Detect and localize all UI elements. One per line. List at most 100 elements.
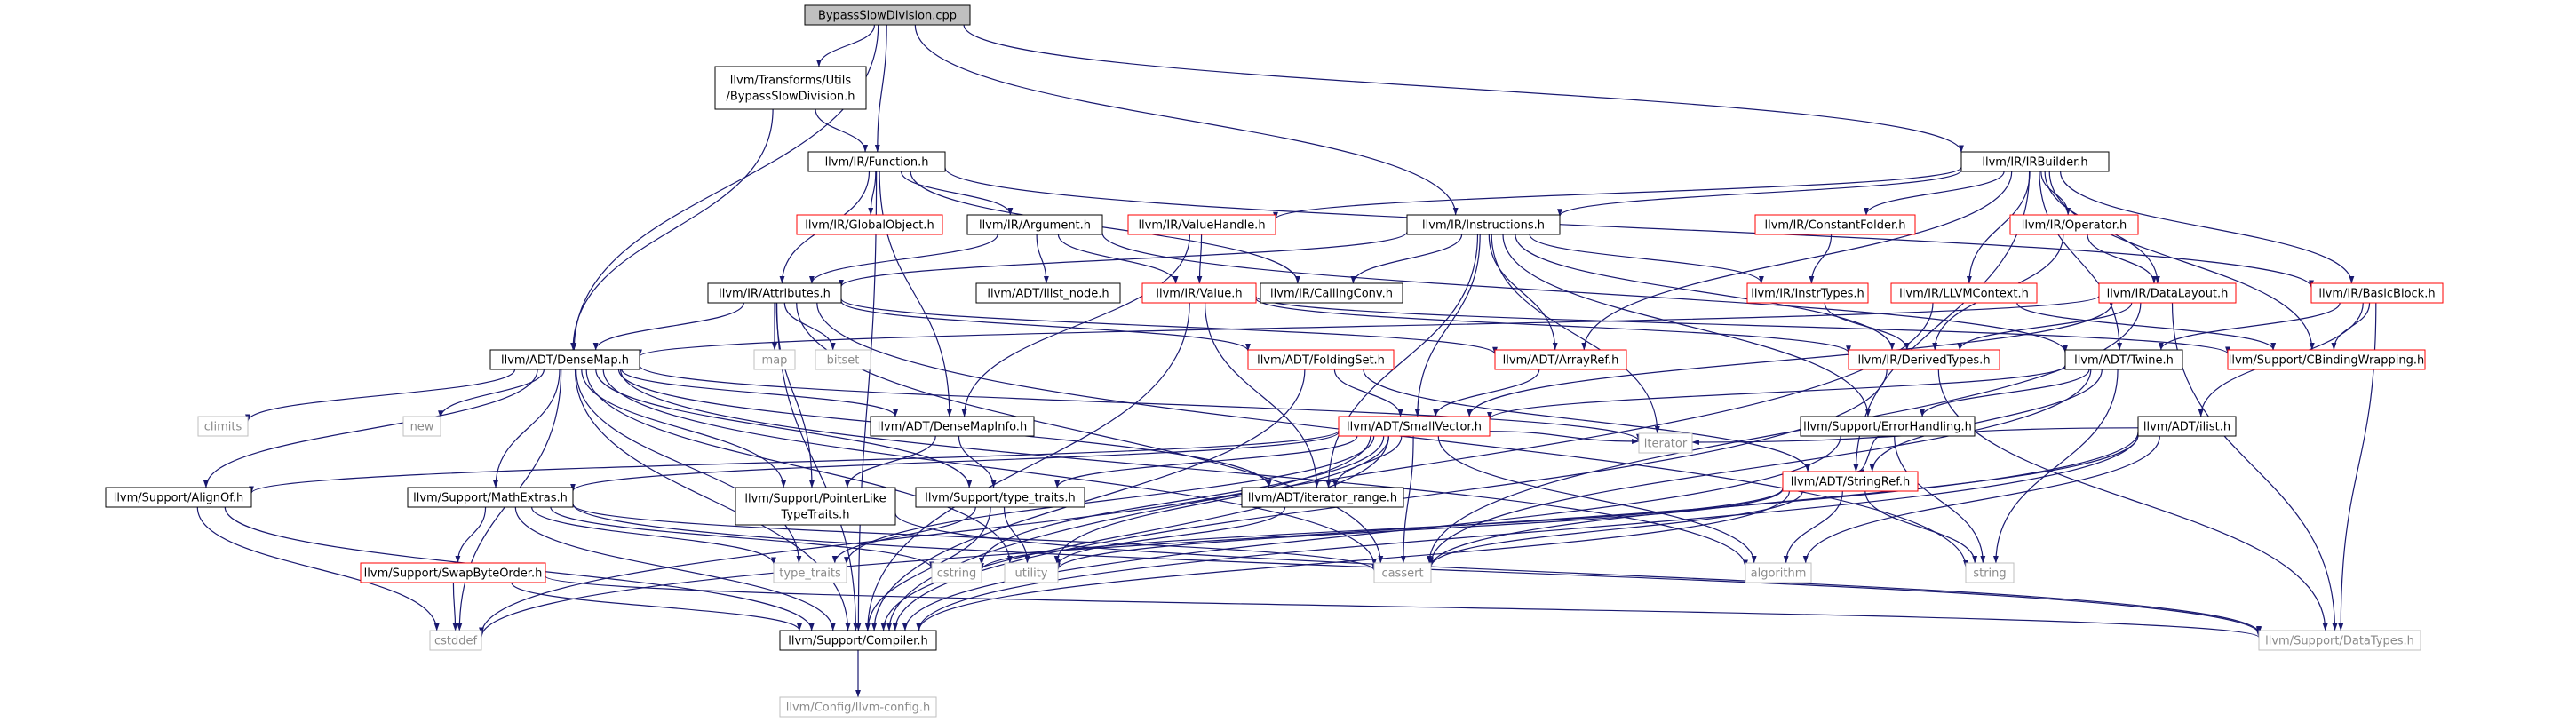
edge-densemap-to-alignof — [203, 369, 538, 488]
node-smallvector[interactable]: llvm/ADT/SmallVector.h — [1338, 416, 1491, 437]
node-box-llvmcontext — [1890, 282, 2038, 304]
node-attributes[interactable]: llvm/IR/Attributes.h — [707, 282, 842, 304]
node-label-typetraits_h: llvm/Support/type_traits.h — [925, 492, 1076, 505]
node-label-algorithm: algorithm — [1751, 567, 1807, 581]
node-label-stringref: llvm/ADT/StringRef.h — [1791, 476, 1910, 489]
node-bypass_h[interactable]: llvm/Transforms/Utils/BypassSlowDivision… — [714, 66, 867, 110]
node-globalobject[interactable]: llvm/IR/GlobalObject.h — [796, 214, 943, 235]
node-compiler[interactable]: llvm/Support/Compiler.h — [779, 630, 937, 651]
node-label-instructions: llvm/IR/Instructions.h — [1422, 219, 1545, 233]
node-label-swapbyteorder: llvm/Support/SwapByteOrder.h — [364, 567, 543, 581]
node-box-cbinding — [2227, 349, 2426, 370]
node-iterator_range[interactable]: llvm/ADT/iterator_range.h — [1241, 487, 1404, 508]
node-alignof[interactable]: llvm/Support/AlignOf.h — [105, 487, 252, 508]
node-basicblock[interactable]: llvm/IR/BasicBlock.h — [2310, 282, 2444, 304]
node-llvmcontext[interactable]: llvm/IR/LLVMContext.h — [1890, 282, 2038, 304]
edge-foldingset-to-smallvector — [1333, 369, 1403, 417]
edge-datalayout-to-derivedtypes — [1957, 302, 2133, 351]
node-label-globalobject: llvm/IR/GlobalObject.h — [805, 219, 934, 233]
edge-attributes-to-bitset — [783, 302, 836, 351]
node-box-swapbyteorder — [360, 562, 546, 583]
node-datatypes: llvm/Support/DataTypes.h — [2258, 630, 2421, 651]
edge-ilist-to-algorithm — [1802, 435, 2160, 564]
node-cbinding[interactable]: llvm/Support/CBindingWrapping.h — [2227, 349, 2426, 370]
node-constantfolder[interactable]: llvm/IR/ConstantFolder.h — [1754, 214, 1916, 235]
node-derivedtypes[interactable]: llvm/IR/DerivedTypes.h — [1848, 349, 2000, 370]
node-label-irbuilder: llvm/IR/IRBuilder.h — [1982, 156, 2087, 170]
node-label-value: llvm/IR/Value.h — [1156, 288, 1242, 301]
node-box-ilist_node — [975, 282, 1121, 304]
edge-instructions-to-instrtypes — [1529, 234, 1764, 284]
node-arrayref[interactable]: llvm/ADT/ArrayRef.h — [1494, 349, 1627, 370]
node-twine[interactable]: llvm/ADT/Twine.h — [2064, 349, 2183, 370]
node-cstring: cstring — [931, 562, 982, 583]
node-errorhandling[interactable]: llvm/Support/ErrorHandling.h — [1800, 416, 1976, 437]
edge-smallvector-to-mathextras — [570, 431, 1340, 492]
edge-attributes-to-arrayref — [840, 298, 1498, 355]
node-ilist_node[interactable]: llvm/ADT/ilist_node.h — [975, 282, 1121, 304]
node-instructions[interactable]: llvm/IR/Instructions.h — [1406, 214, 1561, 235]
node-ilist[interactable]: llvm/ADT/ilist.h — [2137, 416, 2237, 437]
node-datalayout[interactable]: llvm/IR/DataLayout.h — [2098, 282, 2237, 304]
edge-twine-to-cassert — [1428, 369, 2092, 565]
node-type_traits: type_traits — [773, 562, 847, 583]
node-cstddef: cstddef — [429, 630, 482, 651]
node-densemapinfo[interactable]: llvm/ADT/DenseMapInfo.h — [870, 416, 1035, 437]
node-mathextras[interactable]: llvm/Support/MathExtras.h — [407, 487, 574, 508]
node-irbuilder[interactable]: llvm/IR/IRBuilder.h — [1960, 151, 2110, 172]
node-box-valuehandle — [1127, 214, 1276, 235]
node-instrtypes[interactable]: llvm/IR/InstrTypes.h — [1746, 282, 1869, 304]
edge-twine-to-stringref — [1869, 369, 2103, 472]
node-bypass_cpp[interactable]: BypassSlowDivision.cpp — [804, 4, 971, 26]
node-label-llvmconfig: llvm/Config/llvm-config.h — [786, 702, 930, 715]
node-valuehandle[interactable]: llvm/IR/ValueHandle.h — [1127, 214, 1276, 235]
node-box-compiler — [779, 630, 937, 651]
node-label-arrayref: llvm/ADT/ArrayRef.h — [1503, 354, 1619, 368]
edge-value-to-iterator_range — [1205, 302, 1320, 488]
node-box-densemapinfo — [870, 416, 1035, 437]
node-function[interactable]: llvm/IR/Function.h — [807, 151, 946, 172]
node-typetraits_h[interactable]: llvm/Support/type_traits.h — [915, 487, 1085, 508]
node-foldingset[interactable]: llvm/ADT/FoldingSet.h — [1247, 349, 1395, 370]
edge-instructions-to-arrayref — [1488, 234, 1558, 351]
edge-densemap-to-iterator — [639, 365, 1642, 442]
edge-datalayout-to-densemap — [637, 295, 2100, 357]
edge-bypass_cpp-to-bypass_h — [815, 24, 875, 67]
edge-mathextras-to-cstring — [550, 506, 934, 569]
node-box-utility — [1004, 562, 1059, 583]
edge-bypass_cpp-to-instructions — [914, 24, 1459, 216]
edge-densemapinfo-to-typetraits_h — [958, 435, 997, 488]
node-box-cstring — [931, 562, 982, 583]
node-stringref[interactable]: llvm/ADT/StringRef.h — [1782, 471, 1919, 492]
node-box-iterator_range — [1241, 487, 1404, 508]
edge-argument-to-ilist_node — [1036, 234, 1049, 284]
node-label-ilist: llvm/ADT/ilist.h — [2143, 421, 2230, 434]
node-box-bitset — [815, 349, 871, 370]
edge-densemap-to-typetraits_h — [595, 369, 973, 488]
node-label-cstddef: cstddef — [434, 635, 478, 648]
edge-errorhandling-to-compiler — [902, 435, 1841, 631]
node-value[interactable]: llvm/IR/Value.h — [1141, 282, 1257, 304]
edge-densemap-to-mathextras — [493, 369, 561, 488]
edge-attributes-to-densemap — [592, 302, 744, 351]
node-utility: utility — [1004, 562, 1059, 583]
edge-smallvector-to-alignof — [249, 430, 1340, 494]
edge-stringref-to-cstring — [979, 488, 1784, 571]
node-box-derivedtypes — [1848, 349, 2000, 370]
node-label-callingconv: llvm/IR/CallingConv.h — [1270, 288, 1393, 301]
node-argument[interactable]: llvm/IR/Argument.h — [966, 214, 1103, 235]
edge-bypass_cpp-to-function — [874, 24, 887, 153]
node-swapbyteorder[interactable]: llvm/Support/SwapByteOrder.h — [360, 562, 546, 583]
node-label-pointerlike: TypeTraits.h — [780, 509, 849, 522]
edge-smallvector-to-cassert — [1400, 435, 1414, 564]
edge-argument-to-twine — [1101, 233, 2068, 353]
edge-foldingset-to-stringref — [1363, 369, 1810, 472]
node-llvmconfig: llvm/Config/llvm-config.h — [779, 696, 937, 718]
node-label-llvmcontext: llvm/IR/LLVMContext.h — [1899, 288, 2029, 301]
node-operator[interactable]: llvm/IR/Operator.h — [2009, 214, 2139, 235]
edge-foldingset-to-compiler — [871, 369, 1306, 631]
edge-argument-to-value — [1057, 234, 1179, 284]
node-callingconv[interactable]: llvm/IR/CallingConv.h — [1260, 282, 1403, 304]
node-densemap[interactable]: llvm/ADT/DenseMap.h — [489, 349, 640, 370]
